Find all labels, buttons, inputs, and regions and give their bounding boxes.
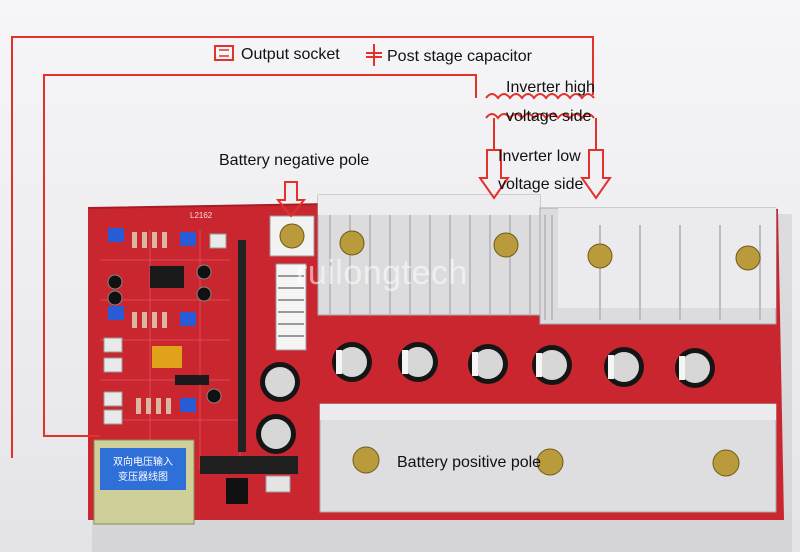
transformer-text-2: 变压器线图 [118, 470, 168, 483]
capacitor-symbol [366, 44, 382, 66]
label-battery-positive-pole: Battery positive pole [397, 454, 542, 471]
terminal-screw [279, 223, 305, 249]
transformer-text-1: 双向电压输入 [113, 455, 173, 468]
inverter-low-arrow-left [478, 149, 510, 200]
watermark: ruilongtech [296, 254, 468, 292]
label-output-socket: Output socket [241, 46, 340, 63]
label-inverter-low-1: Inverter low [498, 148, 581, 165]
inverter-low-arrow-right [580, 149, 612, 200]
capacitor-row [256, 342, 715, 454]
annotation-lines [11, 36, 597, 458]
output-socket-symbol [214, 45, 234, 61]
resistor-rows [132, 232, 171, 414]
small-capacitors [107, 264, 222, 404]
heatsink-bottom [319, 403, 777, 513]
relay [152, 346, 182, 368]
chip-label: L2162 [190, 211, 213, 220]
label-inverter-low-2: voltage side [498, 176, 584, 193]
heatsink-top-right [539, 207, 777, 325]
label-inverter-high-1: Inverter high [506, 79, 595, 96]
bottom-modules [200, 456, 298, 504]
label-battery-negative-pole: Battery negative pole [219, 152, 370, 169]
ic-chips [150, 240, 246, 452]
label-inverter-high-2: voltage side [506, 108, 592, 125]
heatsink-top-left [317, 194, 541, 316]
trimmers [108, 228, 196, 412]
edge-connectors [103, 233, 227, 425]
label-post-stage-capacitor: Post stage capacitor [387, 48, 532, 65]
coil-windings [278, 275, 304, 337]
battery-negative-arrow [275, 181, 307, 218]
transformer: 双向电压输入 变压器线图 [93, 439, 195, 525]
